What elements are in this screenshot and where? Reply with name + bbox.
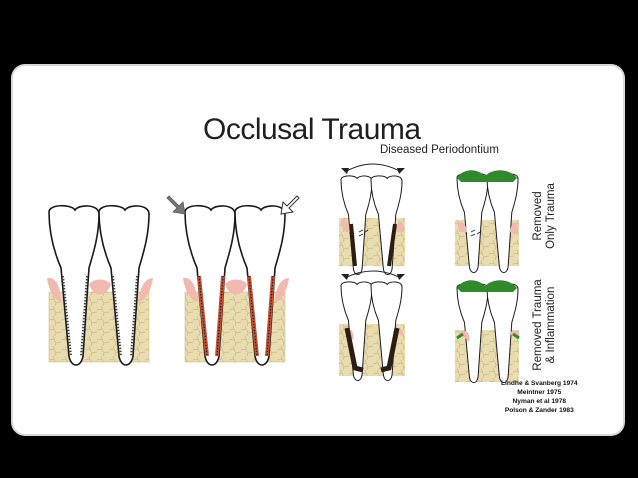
- reference-item: Nyman et al 1978: [512, 398, 567, 405]
- tooth-left: [184, 204, 236, 366]
- slide-title: Occlusal Trauma: [203, 113, 421, 146]
- references: Lindhe & Svanberg 1974 Meintner 1975 Nym…: [501, 379, 578, 415]
- reference-item: Lindhe & Svanberg 1974: [501, 380, 578, 387]
- tooth-right: [234, 204, 286, 366]
- reference-item: Meintner 1975: [517, 389, 562, 396]
- diseased-trauma-bottom-panel: [339, 270, 405, 382]
- occlusal-trauma-diagram: [47, 163, 520, 384]
- tooth-left: [48, 204, 100, 366]
- slide: Occlusal Trauma Diseased Periodontium Re…: [13, 66, 623, 434]
- bidirectional-arrow-icon: [341, 274, 405, 280]
- removed-trauma-inflammation-panel: [455, 280, 520, 384]
- label-line-2: Only Trauma: [545, 183, 557, 249]
- diseased-trauma-top-panel: [339, 163, 405, 276]
- removed-only-trauma-panel: [455, 170, 519, 274]
- slide-subtitle: Diseased Periodontium: [380, 144, 499, 156]
- force-arrow-icon: [280, 195, 300, 215]
- bidirectional-arrow-icon: [341, 168, 405, 174]
- label-line-1: Removed: [532, 191, 544, 241]
- label-removed-trauma-inflammation: Removed Trauma & Inflammation: [532, 265, 558, 385]
- label-removed-only-trauma: Removed Only Trauma: [532, 171, 558, 261]
- tooth-right: [98, 204, 150, 366]
- trauma-panel: [166, 195, 300, 366]
- force-arrow-icon: [166, 195, 186, 215]
- label-line-1: Removed Trauma: [532, 279, 544, 371]
- label-line-2: & Inflammation: [545, 286, 557, 364]
- reference-item: Polson & Zander 1983: [504, 407, 574, 414]
- healthy-periodontium-panel: [47, 204, 153, 366]
